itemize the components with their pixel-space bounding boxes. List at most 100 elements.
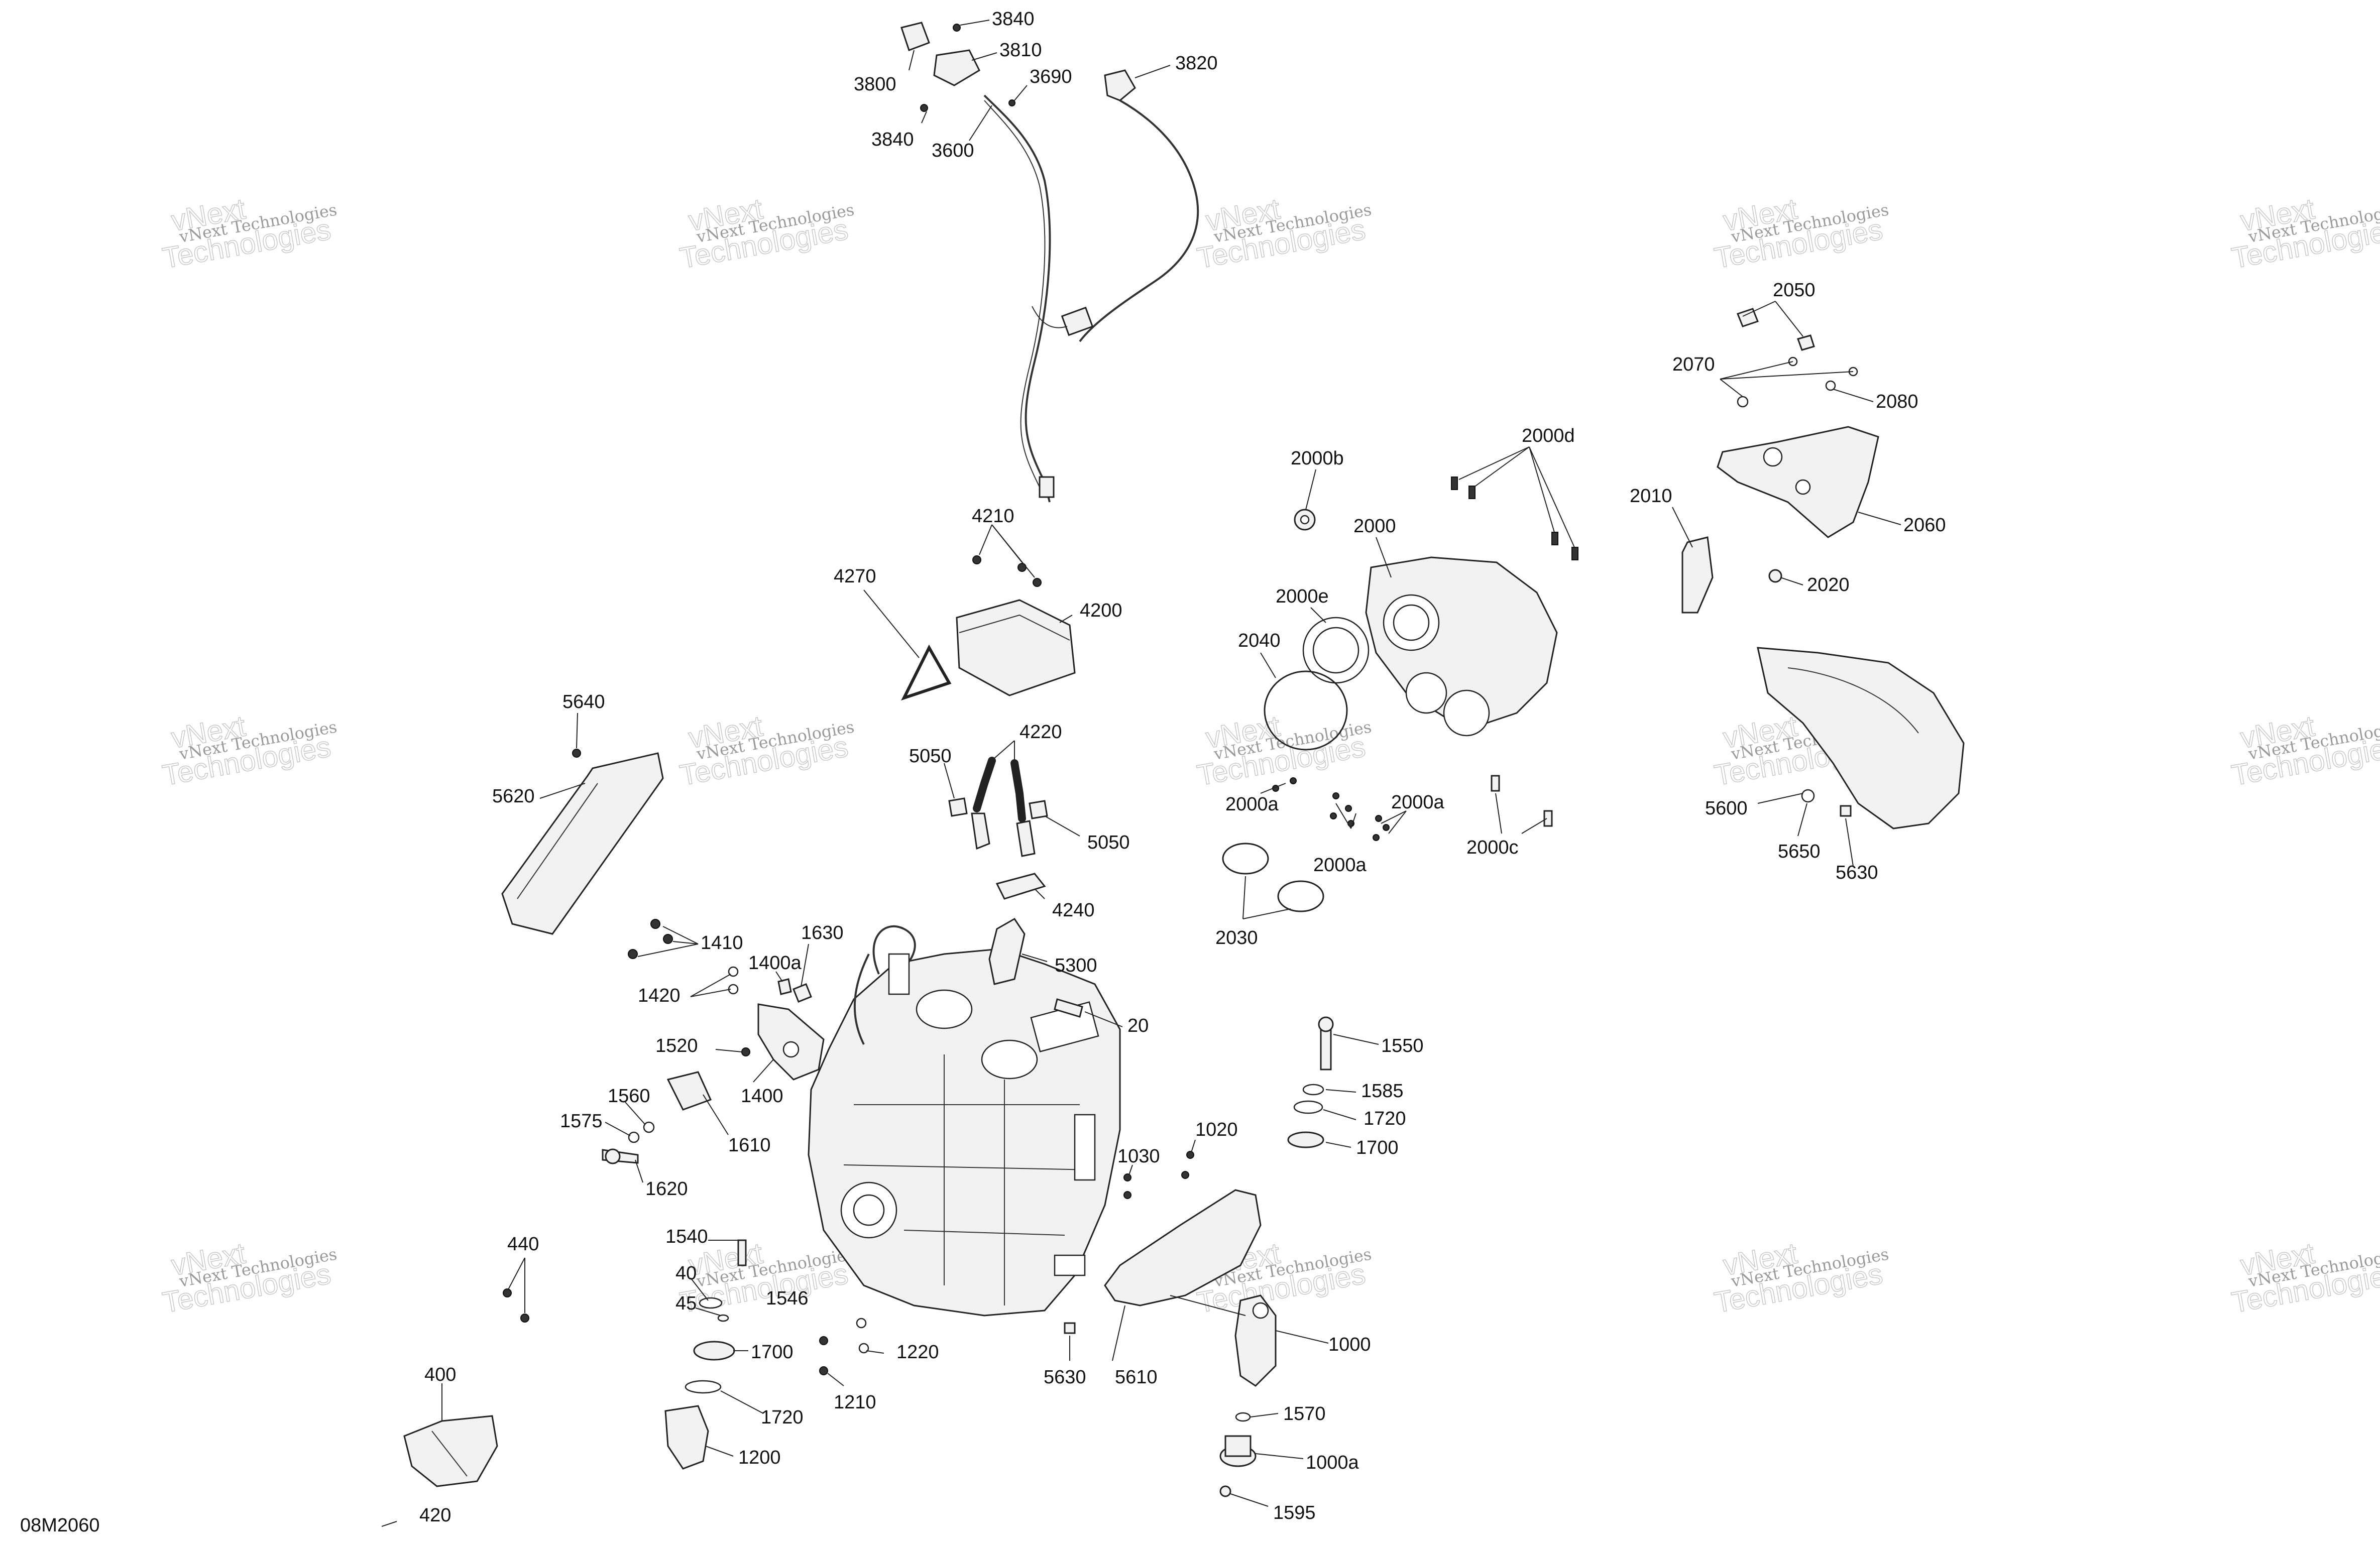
screw-2000d-c[interactable] [1551,532,1558,545]
nut-2020[interactable] [1768,569,1782,583]
cable-3600[interactable] [983,94,1051,503]
fitting-2000c-a[interactable] [1491,775,1500,792]
heat-shield-5600[interactable] [1757,647,1965,829]
sensor-bracket-3810[interactable] [933,49,980,86]
washer-1585[interactable] [1302,1084,1324,1096]
clamp-5050-b[interactable] [1029,800,1048,819]
bolt-1410-c[interactable] [628,949,638,959]
bolt-1210-a[interactable] [819,1336,828,1345]
screw-1030-b[interactable] [1123,1191,1131,1199]
nut-440-a[interactable] [503,1288,512,1297]
screw-2000d-b[interactable] [1468,486,1476,499]
screw-2000a[interactable] [1345,805,1352,812]
cable-3820-tail [1032,306,1068,328]
grommet-1630[interactable] [792,983,812,1003]
clamp-2030-b[interactable] [1277,880,1324,912]
screw-2000a[interactable] [1330,812,1337,819]
plate-1610[interactable] [666,1071,712,1111]
washer-40[interactable] [699,1297,723,1309]
screw-3840-bottom[interactable] [920,104,928,112]
screw-3840-top[interactable] [953,24,961,32]
nut-5630-bottom[interactable] [1064,1322,1076,1334]
callout-1030: 1030 [1117,1146,1160,1167]
screw-4210-a[interactable] [972,555,981,564]
sensor-3820[interactable] [1104,69,1136,101]
shield-5610[interactable] [1104,1189,1262,1307]
screw-2000a[interactable] [1383,824,1390,831]
washer-1570[interactable] [1235,1412,1251,1422]
screw-1220-b[interactable] [858,1343,869,1354]
screw-2000a[interactable] [1375,815,1382,822]
callout-5300: 5300 [1055,955,1097,976]
cable-3820[interactable] [1079,99,1199,342]
connector-3600[interactable] [1039,476,1055,498]
mount-1000-hole [1252,1302,1269,1319]
clamp-2030-a[interactable] [1222,843,1269,875]
callout-1610: 1610 [728,1135,771,1156]
nut-2050-right[interactable] [1797,334,1815,351]
shield-5620[interactable] [501,752,664,935]
mount-1200[interactable] [664,1405,709,1470]
sensor-bracket-3800[interactable] [900,22,930,51]
screw-1220-a[interactable] [856,1318,867,1329]
bolt-1210-b[interactable] [819,1366,828,1375]
bolt-1410-b[interactable] [663,934,673,944]
washer-1720-b[interactable] [685,1380,722,1394]
washer-2070-a[interactable] [1737,396,1749,408]
screw-2000a[interactable] [1332,792,1339,799]
screw-4210-b[interactable] [1017,563,1027,572]
intake-outlet [1405,672,1447,714]
ecm-4200[interactable] [956,599,1076,696]
screw-3690[interactable] [1008,99,1015,106]
bolt-1410-a[interactable] [650,919,660,929]
callout-2020: 2020 [1807,574,1850,596]
screw-5640[interactable] [572,749,581,758]
plate-2010[interactable] [1681,536,1714,614]
screw-2080[interactable] [1825,380,1836,391]
nut-2050-left[interactable] [1737,308,1759,327]
engine-harness [872,925,916,975]
screw-1020-a[interactable] [1186,1151,1194,1159]
mount-400[interactable] [403,1415,498,1487]
callout-4270: 4270 [834,566,876,587]
screw-4210-c[interactable] [1033,578,1042,587]
cover-5300[interactable] [988,918,1026,985]
washer-1420-a[interactable] [728,966,739,977]
bracket-4240[interactable] [995,873,1046,900]
clamp-2040[interactable] [1264,670,1348,751]
engine-mount-1000[interactable] [1234,1294,1277,1387]
clamp-5050-a[interactable] [948,797,968,817]
screw-1020-b[interactable] [1181,1171,1189,1179]
washer-1560[interactable] [643,1121,655,1133]
heat-shield-group: 5600 5650 5630 [1705,647,1965,883]
washer-45[interactable] [717,1314,729,1322]
callout-2000c: 2000c [1466,837,1519,858]
strap-4270[interactable] [901,644,952,701]
fitting-2000c-b[interactable] [1543,810,1553,827]
nut-5630[interactable] [1840,805,1852,817]
bushing-1700[interactable] [1287,1131,1324,1148]
screw-2000d-d[interactable] [1571,547,1578,560]
nut-1595[interactable] [1219,1485,1231,1497]
hose-4220-b[interactable] [1010,759,1026,822]
screw-1030-a[interactable] [1123,1173,1131,1181]
washer-1575[interactable] [628,1131,640,1143]
connector-3820[interactable] [1061,306,1094,336]
callout-1720: 1720 [1364,1108,1406,1129]
washer-1720[interactable] [1293,1100,1323,1114]
screw-2000a[interactable] [1373,834,1380,841]
elbow-hose-a[interactable] [971,812,990,850]
watermark: vNext vNext Technologies Technologies [160,192,338,275]
bolt-1540[interactable] [737,1239,747,1266]
bushing-1400a[interactable] [777,978,792,995]
elbow-hose-b[interactable] [1016,820,1036,857]
screw-2000d-a[interactable] [1451,477,1458,490]
screw-1520[interactable] [741,1047,750,1056]
pin-20[interactable] [1054,998,1083,1018]
nut-440-b[interactable] [520,1314,529,1323]
screw-2000a[interactable] [1290,777,1297,784]
washer-5650[interactable] [1801,789,1815,803]
bushing-1700-b[interactable] [693,1341,735,1361]
callout-2000a: 2000a [1391,792,1445,813]
hose-4220-a[interactable] [973,757,996,812]
